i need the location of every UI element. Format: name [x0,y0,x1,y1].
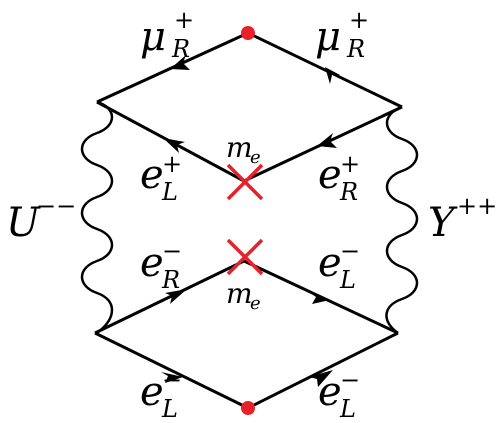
svg-text:−: − [162,237,182,265]
arrow-icon [309,292,330,304]
arrow-icon [165,289,187,304]
arrow-icon [161,372,183,383]
svg-text:e: e [318,152,342,198]
svg-text:Y: Y [428,200,458,246]
svg-text:e: e [250,293,261,314]
svg-text:μ: μ [140,14,166,60]
arrow-icon [309,370,333,387]
svg-text:U: U [6,200,41,246]
fermion-line-top-right [247,31,403,109]
svg-text:μ: μ [315,14,341,60]
lower-arrows [161,289,333,387]
svg-text:L: L [161,178,178,206]
arrow-icon [163,138,185,153]
svg-text:L: L [339,266,356,294]
label-e-bottom-right: e − L [318,366,360,423]
svg-text:R: R [346,35,365,63]
boson-line-right [385,105,419,335]
svg-text:L: L [161,395,178,423]
svg-text:−: − [162,366,182,394]
label-e-lower-right: e − L [318,237,360,294]
svg-text:e: e [318,369,342,415]
svg-text:e: e [140,369,164,415]
label-boson-left: U −− [6,192,76,246]
arrow-icon [325,67,340,84]
svg-text:e: e [140,240,164,286]
svg-text:e: e [140,152,164,198]
label-mass-lower: m e [226,277,261,314]
label-e-lower-left: e − R [140,237,182,294]
fermion-line-lower-left [94,259,245,335]
arrow-icon [170,55,190,70]
mass-insertion-upper-icon [226,163,264,201]
label-mass-upper: m e [226,131,261,168]
svg-text:+: + [349,6,369,34]
label-boson-right: Y ++ [428,192,497,246]
vertex-dot-bottom-icon [241,401,255,415]
svg-text:+: + [340,150,360,178]
svg-text:R: R [171,35,190,63]
svg-text:+: + [174,6,194,34]
upper-arrows [163,55,340,153]
svg-text:−−: −− [36,192,76,220]
vertex-dot-top-icon [241,26,255,40]
svg-text:e: e [250,147,261,168]
svg-text:−: − [340,237,360,265]
svg-text:+: + [162,150,182,178]
svg-text:m: m [226,277,253,310]
svg-text:++: ++ [457,192,497,220]
mass-insertion-lower-icon [226,238,264,276]
label-e-bottom-left: e − L [140,366,182,423]
svg-text:e: e [318,240,342,286]
svg-text:−: − [340,366,360,394]
svg-text:R: R [339,178,358,206]
label-e-upper-left: e + L [140,150,182,206]
boson-line-left [80,100,114,334]
svg-text:R: R [161,266,180,294]
svg-text:L: L [339,395,356,423]
label-e-upper-right: e + R [318,150,360,206]
label-mu-top-left: μ + R [140,6,194,63]
label-mu-top-right: μ + R [315,6,369,63]
arrow-icon [317,133,337,148]
fermion-line-bottom-left [94,331,249,410]
svg-text:m: m [226,131,253,164]
fermion-line-bottom-right [247,331,399,410]
